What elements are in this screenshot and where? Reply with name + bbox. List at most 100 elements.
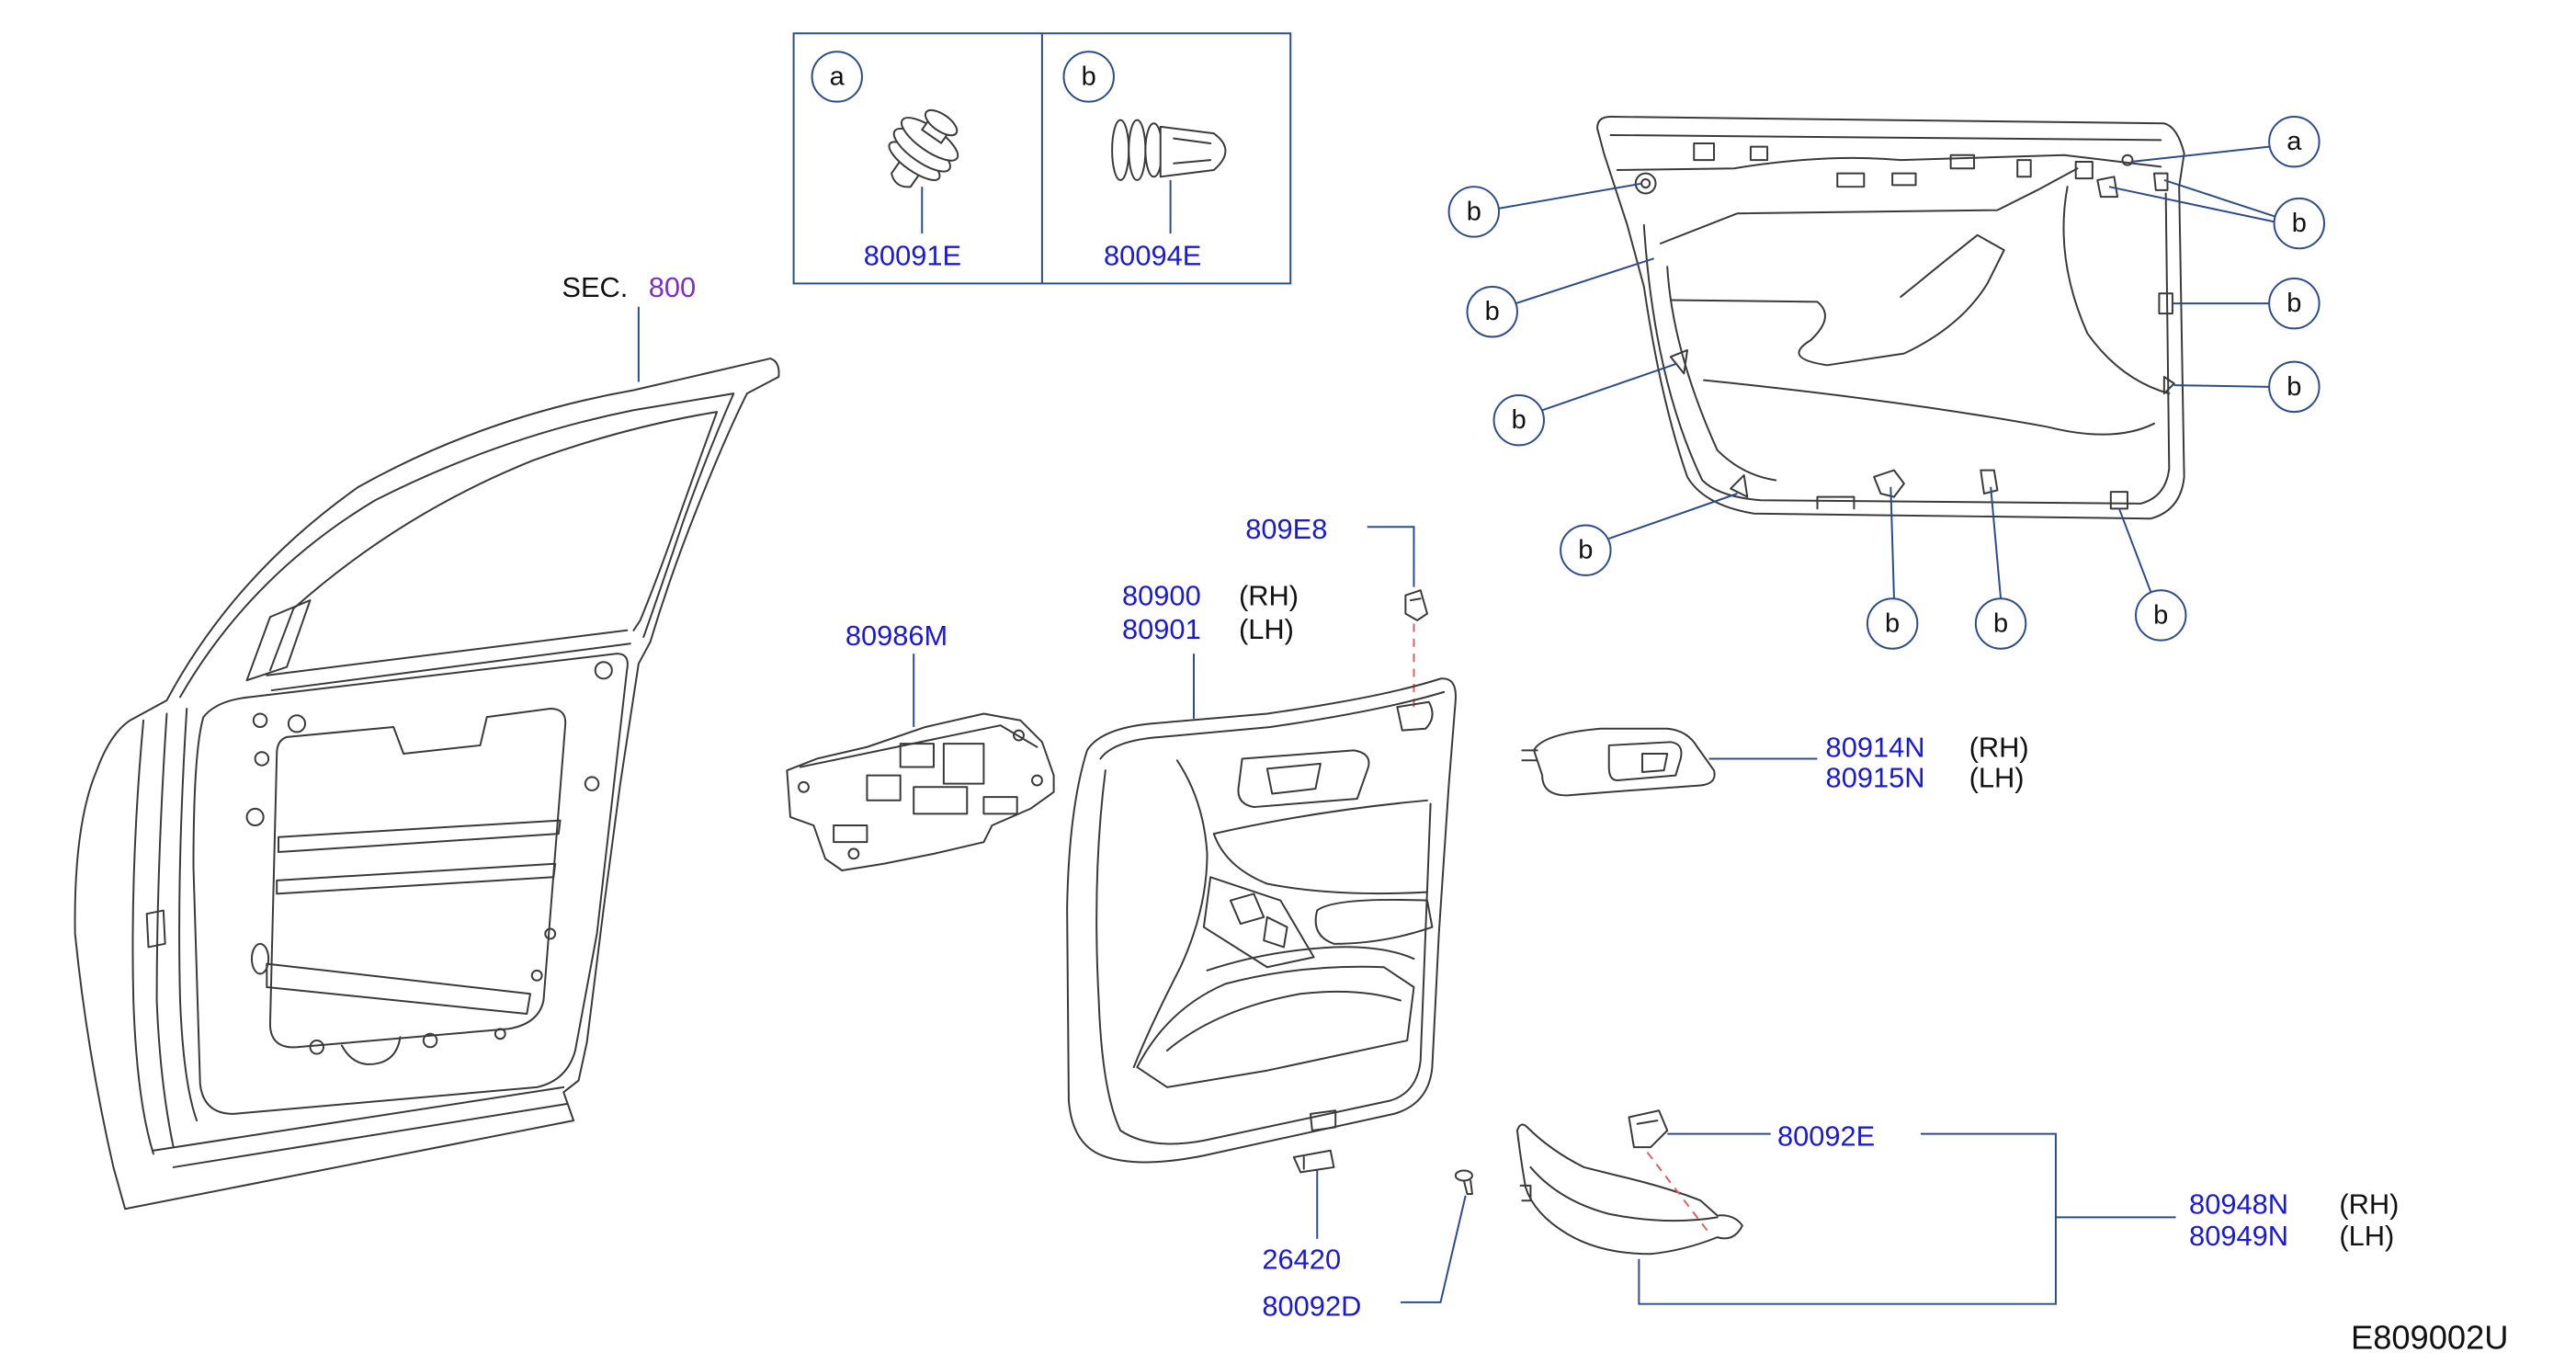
leader-80092D (1400, 1195, 1467, 1303)
callout-b: b (1560, 524, 1612, 576)
part-label-80900[interactable]: 80900 (1122, 580, 1201, 612)
part-label-80914N[interactable]: 80914N (1826, 732, 1925, 764)
callout-circle (2268, 115, 2321, 168)
back-view-inner-rim (1642, 192, 2171, 505)
callout-circle (1447, 186, 1500, 238)
part-label-80986M[interactable]: 80986M (845, 619, 948, 652)
callout-b: b (2268, 277, 2321, 330)
callout-letter: b (1993, 609, 2008, 639)
clip-seat (2109, 491, 2128, 510)
top-tab (1891, 172, 1917, 187)
clip-legend-inset: a b 80091E 80094E (792, 32, 1292, 285)
callout-b: b (2135, 589, 2187, 642)
callout-b: b (1866, 597, 1919, 650)
section-number-link[interactable]: 800 (649, 271, 696, 303)
leader-pull-handle-bracket (1638, 1132, 2057, 1305)
side-label-rh: (RH) (1969, 732, 2029, 764)
part-label-80948N[interactable]: 80948N (2189, 1188, 2288, 1221)
part-label-809E8[interactable]: 809E8 (1245, 513, 1327, 545)
clip-b-slot (1173, 137, 1212, 165)
pocket-upper-edge (1206, 946, 1415, 972)
leader-callout (1608, 493, 1738, 540)
back-view-inner-left (1666, 266, 1777, 482)
clip-seat-a (2121, 153, 2134, 166)
callout-letter: b (2292, 209, 2307, 238)
clip-seat (2158, 292, 2173, 315)
inside-handle-recess-inner (1265, 762, 1322, 795)
top-tab (1836, 172, 1866, 188)
leader-callout (2108, 186, 2275, 223)
callout-b: b (1492, 393, 1545, 447)
belt-line-upper (266, 629, 629, 676)
clip-seat (1730, 474, 1749, 498)
assembly-path-80092E (1646, 1151, 1708, 1232)
side-label-rh: (RH) (2339, 1188, 2399, 1221)
hinge-pillar-line-2 (155, 712, 175, 1149)
back-view-cutout (1669, 233, 2005, 367)
side-label-rh: (RH) (1239, 580, 1299, 612)
pad-drawing (786, 712, 1055, 872)
pad-cutout (942, 743, 985, 785)
pad-hole (1013, 729, 1025, 742)
top-tab (2016, 159, 2032, 178)
clip-a-head (924, 108, 959, 137)
callout-circle (1974, 597, 2027, 650)
callout-letter: b (1885, 609, 1900, 639)
escutcheon-outline (1533, 727, 1716, 797)
part-label-80094E[interactable]: 80094E (1104, 239, 1201, 271)
lower-clip-slot (1309, 1109, 1337, 1132)
callout-circle (1560, 524, 1612, 576)
pad-cutout (982, 796, 1018, 815)
callout-letter: b (2287, 289, 2301, 318)
clip-a-drawing (888, 108, 959, 188)
part-label-80092E[interactable]: 80092E (1777, 1120, 1875, 1152)
reinforcement-beam-1 (278, 819, 562, 854)
side-label-lh: (LH) (1969, 761, 2025, 793)
callout-a-inset: a (811, 51, 863, 103)
callout-circle (1866, 597, 1919, 650)
leader-callout (2130, 145, 2270, 163)
pad-cutout (866, 774, 902, 801)
hole (594, 661, 613, 680)
section-prefix: SEC. (562, 271, 628, 303)
part-label-80949N[interactable]: 80949N (2189, 1220, 2288, 1252)
callout-b: b (1974, 597, 2027, 650)
window-sash-inner (178, 392, 735, 699)
hinge-slot (145, 909, 166, 949)
back-view-callout-leaders (1498, 145, 2276, 599)
pad-cutout (899, 743, 935, 768)
clip-seat (2096, 176, 2119, 199)
callout-circle (1492, 393, 1545, 447)
pad-outline (786, 712, 1055, 872)
top-tab (2074, 160, 2094, 180)
callout-letter: b (2153, 600, 2168, 630)
screw-head (1454, 1169, 1473, 1182)
top-tab (1749, 145, 1769, 162)
screw-shank (1462, 1179, 1473, 1195)
back-view-top-band-upper (1609, 133, 2162, 142)
callout-b: b (2268, 360, 2321, 414)
callout-letter: b (1485, 297, 1500, 326)
armrest-top (1212, 799, 1428, 835)
pull-pad (1314, 898, 1434, 945)
hole (254, 751, 270, 767)
part-label-80915N[interactable]: 80915N (1826, 761, 1925, 793)
callout-circle (2268, 360, 2321, 414)
finisher-outline (1066, 677, 1457, 1164)
callout-b: b (2273, 197, 2326, 250)
hole (494, 1028, 506, 1040)
part-label-80092D[interactable]: 80092D (1262, 1290, 1361, 1322)
hole (252, 712, 268, 728)
callout-letter: a (830, 62, 845, 91)
part-label-80901[interactable]: 80901 (1122, 613, 1201, 645)
part-label-26420[interactable]: 26420 (1262, 1244, 1341, 1276)
callout-letter: b (2287, 372, 2301, 402)
finisher-inner-contour (1095, 769, 1432, 1145)
part-label-80091E[interactable]: 80091E (864, 239, 961, 271)
hinge-pillar-line-1 (131, 719, 154, 1155)
clip-seat (1669, 348, 1688, 375)
map-pocket-inner (1165, 990, 1401, 1051)
callout-circle (811, 51, 863, 103)
escutcheon-drawing (1521, 727, 1716, 797)
